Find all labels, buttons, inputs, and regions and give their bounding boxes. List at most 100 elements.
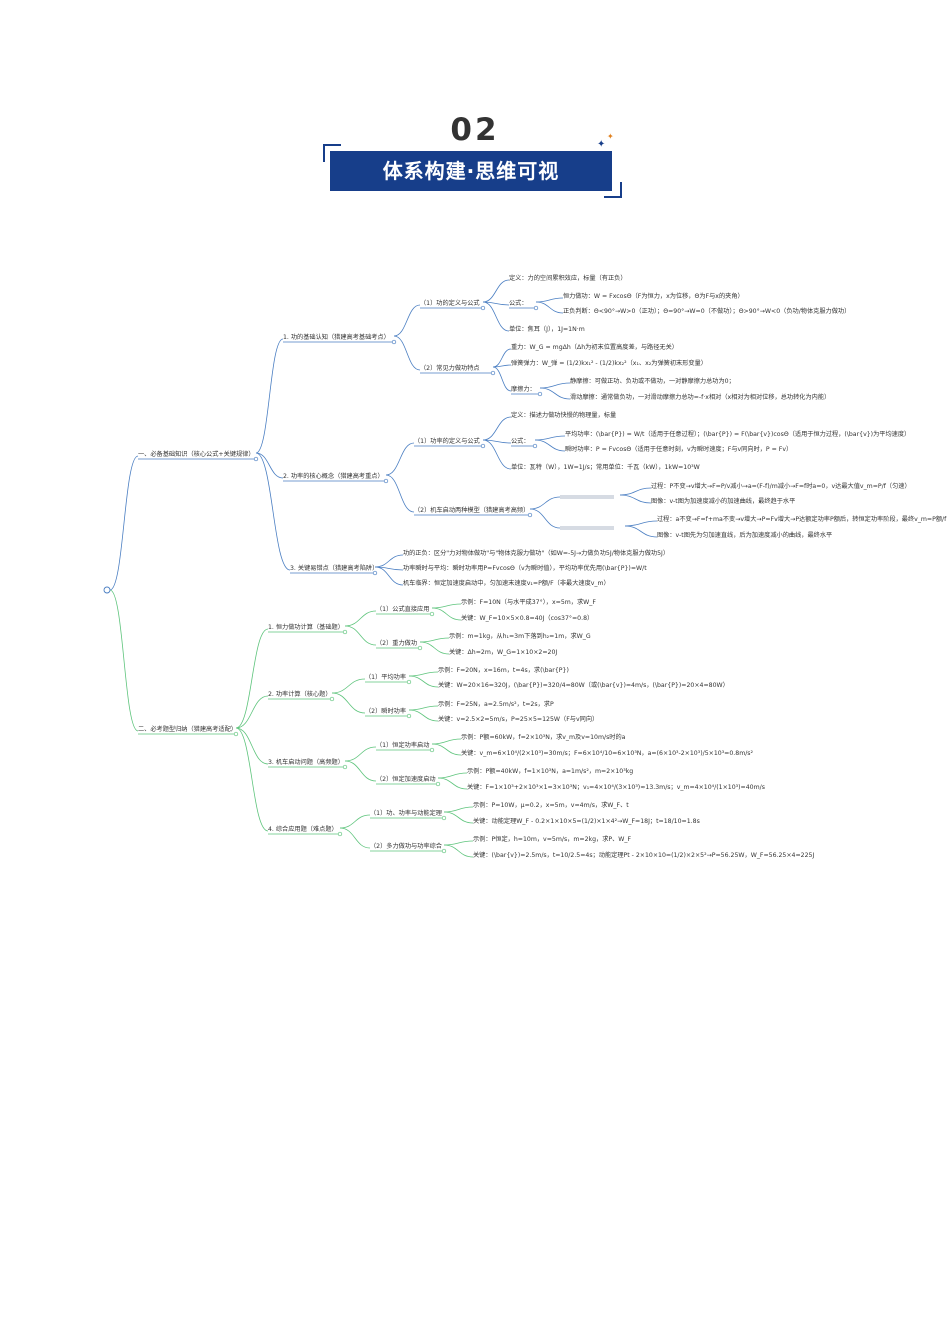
model-a-label-bar [560,495,614,499]
leaf-friction-work: 摩擦力： [511,385,536,393]
leaf-constant-power-graph: 图像：v-t图为加速度减小的加速曲线，最终趋于水平 [651,497,795,505]
sub-work-definition[interactable]: （1）功的定义与公式 [420,299,480,307]
root-node[interactable] [103,586,111,594]
leaf-key: 关键：v=2.5×2=5m/s，P=25×5=125W（F与v同向） [438,715,598,723]
connector [408,675,439,688]
topic-power-calc[interactable]: 2. 功率计算（核心题） [268,690,332,698]
leaf-constant-accel-graph: 图像：v-t图先为匀加速直线，后为加速度减小的曲线，最终水平 [657,531,832,539]
topic-pitfalls[interactable]: 3. 关键易错点（猎建高考陷阱） [290,564,378,572]
node-dot [391,339,397,345]
leaf-example: 示例：P额=40kW，f=1×10³N，a=1m/s²，m=2×10³kg [467,767,633,775]
connector [331,692,366,714]
connector [344,625,377,646]
leaf-power-unit: 单位：瓦特（W），1W=1J/s；常用单位：千瓦（kW），1kW=10³W [511,463,700,471]
node-dot [441,815,447,821]
connector [385,442,415,476]
mind-map-connectors [109,279,658,858]
connector [624,520,658,527]
leaf-static-friction: 静摩擦：可做正功、负功或不做功，一对静摩擦力总功为0； [570,377,735,385]
connector [492,364,512,368]
node-dot [527,512,533,518]
node-dot [480,305,486,311]
leaf-key: 关键：W_F=10×5×0.8=40J（cos37°=0.8） [461,614,593,622]
leaf-key: 关键：动能定理W_F - 0.2×1×10×5=(1/2)×1×4²→W_F=1… [473,817,700,825]
connector [255,452,291,571]
branch-question-types[interactable]: 二、必考题型归纳（猎建高考适配） [138,725,237,733]
topic-engine-start[interactable]: 3. 机车启动问题（高频题） [268,758,344,766]
connector [393,304,421,337]
connector [482,416,512,441]
sparkle-small-icon: ✦ [607,132,614,141]
sub-multi-force[interactable]: （2）多力做功与功率综合 [370,842,442,850]
sub-constant-accel-start[interactable]: （2）恒定加速度启动 [376,775,436,783]
connector [393,335,421,371]
node-dot [406,713,412,719]
connector [235,727,269,765]
connector [535,301,564,314]
leaf-pitfall-engine: 机车临界：恒定加速度启动中，匀加速末速度v₁=P额/F（非最大速度v_m） [403,579,610,587]
connector [339,827,371,849]
section-number: 02 [450,112,500,148]
sub-engine-start-models[interactable]: （2）机车启动两种模型（猎建高考高频） [414,506,529,514]
node-dot [480,443,486,449]
leaf-key: 关键：Δh=2m，W_G=1×10×2=20J [449,648,557,656]
leaf-constant-accel-process: 过程：a不变→F=f+ma不变→v增大→P=Fv增大→P达额定功率P额后，转恒定… [657,515,947,523]
connector [534,439,566,452]
connector [344,760,377,782]
node-dot [532,443,538,449]
sub-force-work-features[interactable]: （2）常见力做功特点 [420,364,480,372]
sub-gravity-work[interactable]: （2）重力做功 [376,639,417,647]
connector [109,455,139,591]
sub-formula-application[interactable]: （1）公式直接应用 [376,605,429,613]
leaf-example: 示例：P=10W，μ=0.2，x=5m，v=4m/s，求W_F、t [473,801,629,809]
connector [492,348,512,368]
connector [385,474,415,513]
node-dot [441,848,447,854]
sub-power-definition[interactable]: （1）功率的定义与公式 [414,437,480,445]
connector [492,366,512,392]
connector [408,709,439,722]
node-dot [435,781,441,787]
connector [109,589,139,732]
connector [374,554,404,568]
topic-comprehensive[interactable]: 4. 综合应用题（难点题） [268,825,338,833]
sub-kinetic-theorem[interactable]: （1）功、功率与动能定理 [370,809,442,817]
topic-constant-force-work[interactable]: 1. 恒力做功计算（基础题） [268,623,344,631]
connector [619,487,652,496]
leaf-pitfall-power: 功率瞬时与平均：瞬时功率用P=FvcosΘ（v为瞬时值），平均功率优先用(\ba… [403,564,647,572]
leaf-constant-power-process: 过程：P不变→v增大→F=P/v减小→a=(F-f)/m减小→F=f时a=0，v… [651,482,911,490]
leaf-work-constant-force: 恒力做功：W = FxcosΘ（F为恒力，x为位移，Θ为F与x的夹角） [563,292,744,300]
leaf-work-def: 定义：力的空间累积效应，标量（有正负） [509,274,627,282]
connector [529,496,561,510]
connector [482,439,512,470]
node-dot [342,764,348,770]
branch-basic-knowledge[interactable]: 一、必备基础知识（核心公式+关键规律） [138,450,255,458]
leaf-example: 示例：F=20N，x=16m，t=4s，求(\bar{P}) [438,666,569,674]
leaf-example: 示例：P额=60kW，f=2×10³N，求v_m及v=10m/s时的a [461,733,626,741]
leaf-example: 示例：P恒定，h=10m，v=5m/s，m=2kg，求P、W_F [473,835,632,843]
leaf-instant-power: 瞬时功率：P = FvcosΘ（适用于任意时刻，v为瞬时速度；F与v同向时，P … [565,445,792,453]
connector [235,628,269,729]
sparkle-icon: ✦ [597,139,606,150]
node-dot [342,629,348,635]
node-dot [417,645,423,651]
connector [235,695,269,729]
sub-average-power[interactable]: （1）平均功率 [365,673,406,681]
connector [482,301,510,306]
connector [235,727,269,832]
connector [344,610,377,627]
connector [443,840,474,846]
node-dot [383,478,389,484]
leaf-average-power: 平均功率：(\bar{P}) = W/t（适用于任意过程）；(\bar{P}) … [565,430,910,438]
topic-power-concept[interactable]: 2. 功率的核心概念（猎建高考重点） [283,472,384,480]
leaf-kinetic-friction: 滑动摩擦：通常做负功，一对滑动摩擦力总功=-f·x相对（x相对为相对位移，总功转… [570,393,830,401]
topic-work-basics[interactable]: 1. 功的基础认知（猎建高考基础考点） [283,333,390,341]
connector [437,772,468,779]
connector [431,738,462,745]
sub-instant-power[interactable]: （2）瞬时功率 [365,707,406,715]
connector [431,743,462,756]
connector [339,814,371,829]
sub-constant-power-start[interactable]: （1）恒定功率启动 [376,741,429,749]
connector [331,678,366,694]
connector [344,746,377,762]
